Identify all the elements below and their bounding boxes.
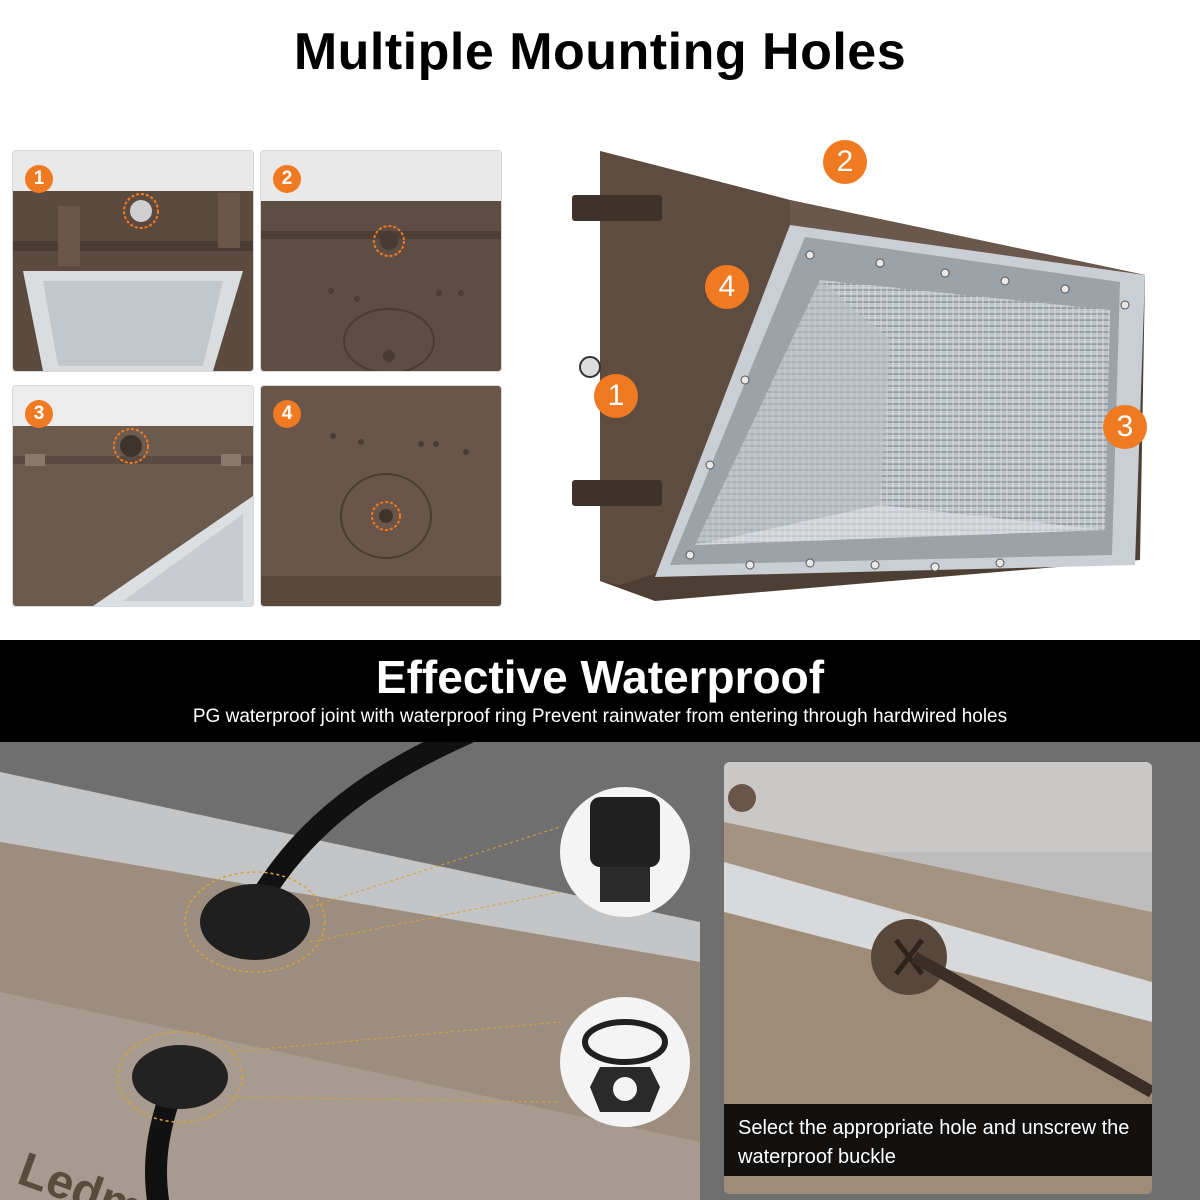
detail-caption: Select the appropriate hole and unscrew … bbox=[738, 1117, 1130, 1168]
waterproof-subtitle: PG waterproof joint with waterproof ring… bbox=[192, 706, 1008, 727]
thumbnail-1: 1 bbox=[12, 150, 254, 372]
callout-hole-1: 1 bbox=[594, 374, 638, 418]
callout-hole-3: 3 bbox=[1103, 405, 1147, 449]
thumbnail-3-image bbox=[13, 386, 253, 606]
waterproof-title: Effective Waterproof bbox=[375, 651, 825, 703]
thumbnail-4-image bbox=[261, 386, 501, 606]
callout-hole-2: 2 bbox=[823, 140, 867, 184]
page-title: Multiple Mounting Holes bbox=[293, 23, 907, 81]
thumbnail-2-image bbox=[261, 151, 501, 371]
waterproof-banner bbox=[0, 640, 1200, 742]
wall-pack-light-image bbox=[560, 135, 1160, 615]
caption-background bbox=[724, 1104, 1152, 1176]
thumbnail-4: 4 bbox=[260, 385, 502, 607]
thumbnail-badge: 1 bbox=[25, 165, 53, 193]
thumbnail-badge: 2 bbox=[273, 165, 301, 193]
callout-hole-4: 4 bbox=[705, 265, 749, 309]
thumbnail-3: 3 bbox=[12, 385, 254, 607]
thumbnail-badge: 3 bbox=[25, 400, 53, 428]
thumbnail-badge: 4 bbox=[273, 400, 301, 428]
thumbnail-2: 2 bbox=[260, 150, 502, 372]
thumbnail-1-image bbox=[13, 151, 253, 371]
